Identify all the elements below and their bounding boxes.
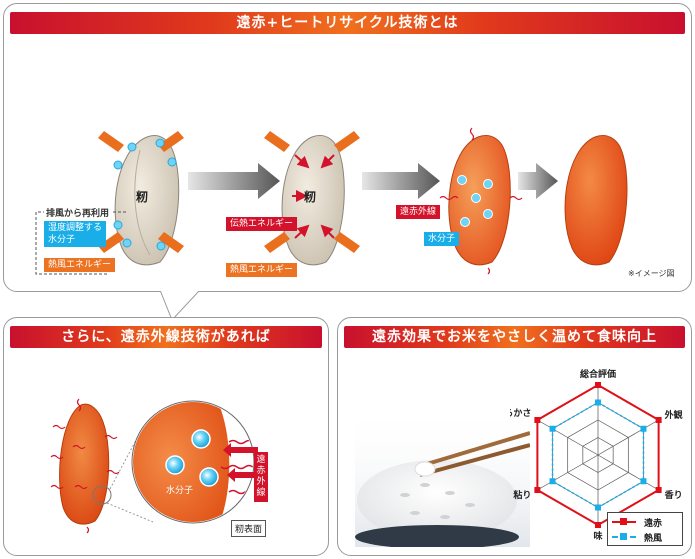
- radar-point-0-0: [595, 382, 601, 388]
- radar-axis-label-2: 香り: [664, 489, 683, 501]
- step-arrow-1: [188, 163, 280, 199]
- radar-axis-1: [597, 419, 659, 456]
- radar-axis-label-5: やわらかさ: [510, 408, 531, 419]
- image-note: ※イメージ図: [628, 269, 675, 278]
- rice-bowl-image: [355, 405, 530, 547]
- radar-point-0-3: [595, 522, 601, 528]
- step-arrow-3: [518, 163, 558, 199]
- radar-axis-4: [537, 454, 599, 491]
- zoom-water-molecule-label: 水分子: [166, 486, 194, 496]
- water-molecule-label: 水分子: [424, 232, 460, 246]
- radar-point-0-4: [534, 487, 541, 493]
- grain-2: [264, 131, 360, 266]
- far-ir-vertical-label: 遠赤外線: [254, 452, 268, 502]
- radar-axis-2: [597, 454, 659, 491]
- recycle-label: 排風から再利用: [44, 206, 112, 219]
- legend-hot-air-marker: [620, 533, 627, 540]
- legend-hot-air-label: 熱風: [644, 534, 663, 544]
- callout-tail: [159, 288, 202, 321]
- radar-point-1-3: [595, 504, 601, 511]
- radar-point-0-1: [655, 417, 662, 423]
- bottom-right-title: 遠赤効果でお米をやさしく温めて食味向上: [344, 326, 685, 348]
- far-ir-zoom-diagram: [50, 398, 258, 534]
- conduction-label: 伝熱エネルギー: [226, 217, 298, 231]
- radar-point-0-2: [655, 487, 662, 493]
- grain-4: [564, 135, 628, 266]
- legend-far-ir: 遠赤: [612, 516, 682, 529]
- radar-point-1-5: [549, 425, 556, 432]
- radar-point-1-1: [640, 425, 647, 432]
- radar-axis-label-3: 味: [593, 530, 602, 542]
- top-title: 遠赤+ヒートリサイクル技術とは: [10, 12, 685, 34]
- grain-1-label: 籾: [136, 190, 149, 204]
- bottom-left-title: さらに、遠赤外線技術があれば: [10, 326, 322, 348]
- radar-axis-5: [537, 419, 599, 456]
- radar-point-1-4: [549, 478, 556, 485]
- legend-far-ir-marker: [620, 518, 627, 525]
- legend-hot-air: 熱風: [612, 531, 682, 544]
- radar-axis-label-1: 外観: [664, 409, 683, 421]
- radar-axis-label-0: 総合評価: [580, 368, 616, 380]
- legend-far-ir-label: 遠赤: [644, 519, 663, 529]
- far-ir-label: 遠赤外線: [396, 205, 441, 219]
- husk-surface-label: 籾表面: [231, 520, 267, 537]
- grain-2-label: 籾: [304, 190, 317, 204]
- radar-point-0-5: [534, 417, 541, 423]
- radar-axis-label-4: 粘り: [512, 489, 531, 501]
- hot-air-label: 熱風エネルギー: [44, 258, 116, 272]
- process-diagram: [35, 127, 628, 275]
- radar-point-1-0: [595, 399, 601, 406]
- grain-3: [439, 127, 523, 275]
- radar-legend: 遠赤 熱風: [607, 512, 683, 546]
- hot-air-label-2: 熱風エネルギー: [226, 263, 298, 277]
- grain-1: [98, 131, 184, 266]
- step-arrow-2: [362, 163, 440, 199]
- radar-point-1-2: [640, 478, 647, 485]
- moisture-adjust-label: 湿度調整する 水分子: [44, 221, 107, 247]
